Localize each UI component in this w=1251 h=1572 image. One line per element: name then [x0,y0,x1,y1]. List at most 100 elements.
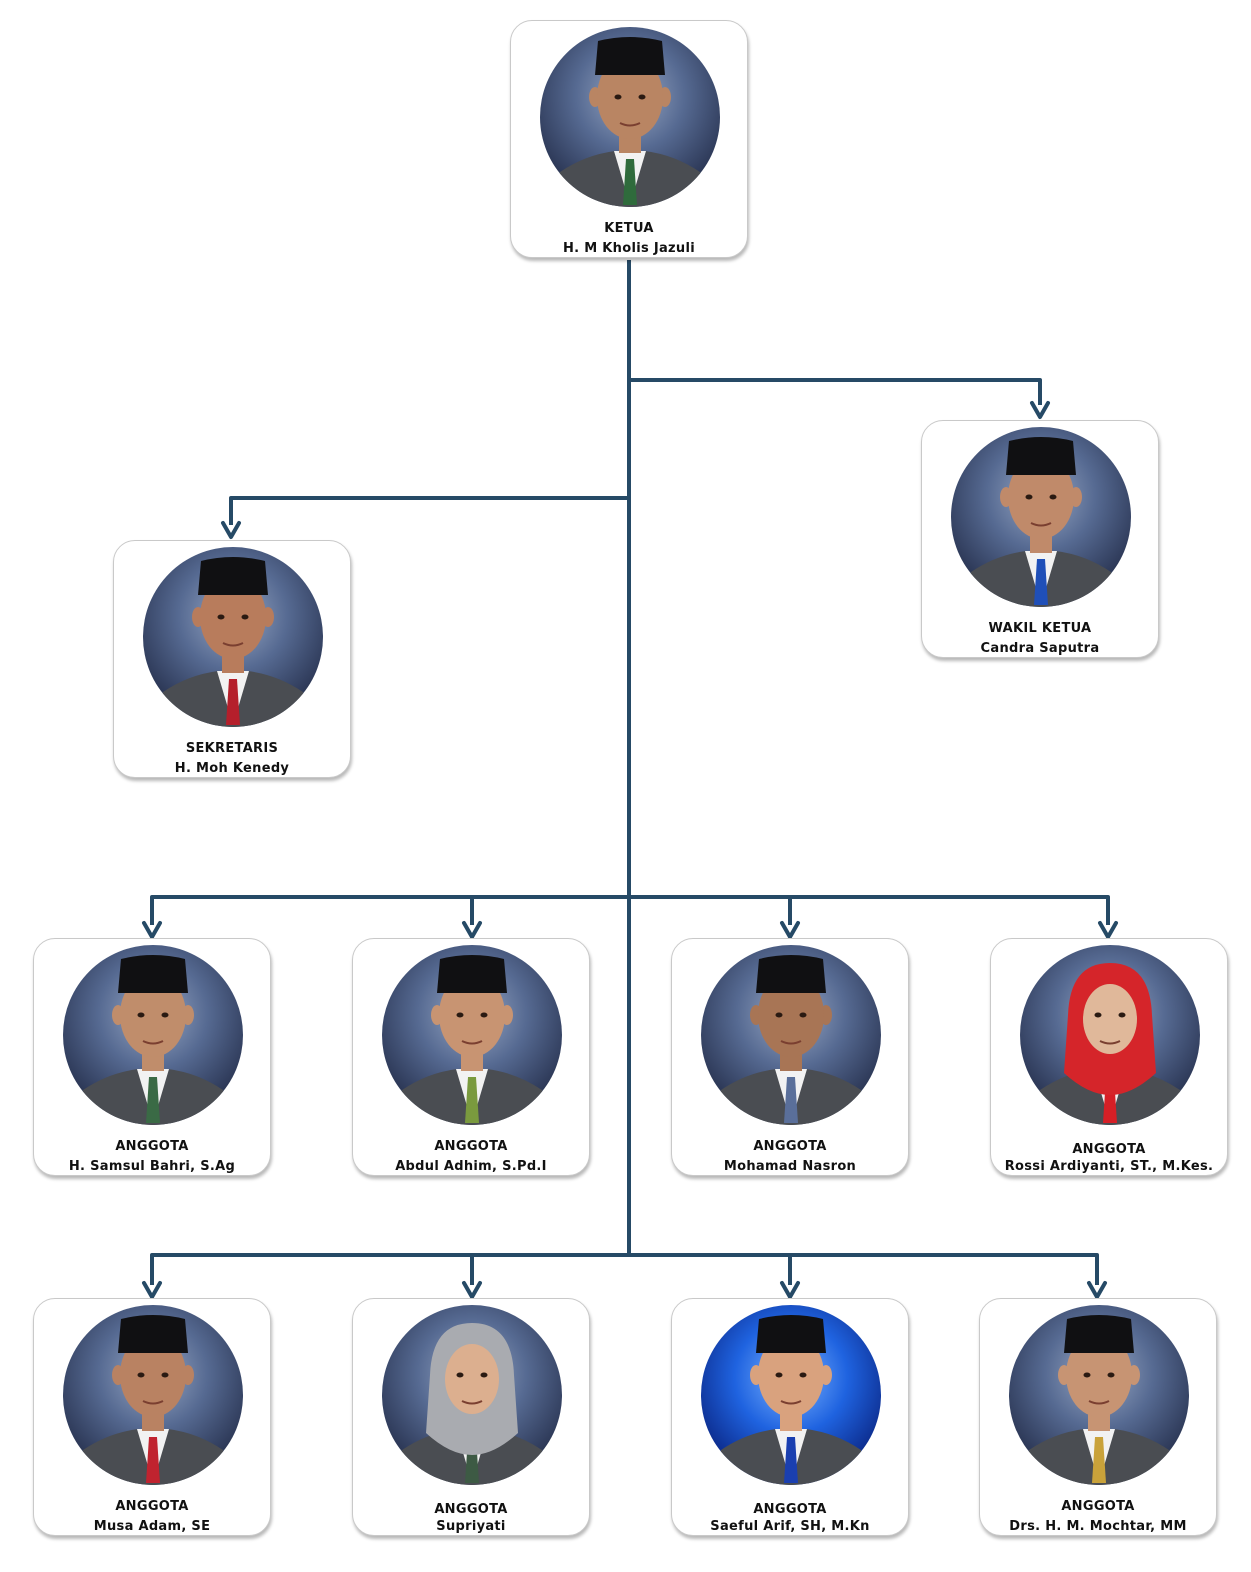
eye-left [456,1372,464,1378]
arrowhead-anggota-8 [1087,1281,1107,1299]
member-card-anggota-6: ANGGOTA Supriyati [352,1298,590,1536]
member-name: Mohamad Nasron [723,1159,857,1174]
member-card-ketua: KETUA H. M Kholis Jazuli [510,20,748,258]
mouth [1030,522,1052,527]
face [758,1333,824,1417]
member-name: Rossi Ardiyanti, ST., M.Kes. [1004,1159,1214,1174]
member-card-anggota-8: ANGGOTA Drs. H. M. Mochtar, MM [979,1298,1217,1536]
member-card-anggota-1: ANGGOTA H. Samsul Bahri, S.Ag [33,938,271,1176]
face [1008,455,1074,539]
mouth [142,1040,164,1045]
necktie [623,159,637,205]
peci-cap [118,1315,188,1353]
member-photo [951,427,1131,607]
face [758,973,824,1057]
arrowhead-anggota-5 [142,1281,162,1299]
member-card-sekretaris: SEKRETARIS H. Moh Kenedy [113,540,351,778]
mouth [619,122,641,127]
member-photo [382,945,562,1125]
member-role: ANGGOTA [115,1139,189,1154]
peci-cap [198,557,268,595]
eye-right [799,1372,807,1378]
member-name: Drs. H. M. Mochtar, MM [1009,1519,1187,1534]
member-photo [540,27,720,207]
arrowhead-anggota-4 [1098,921,1118,939]
eye-right [1107,1372,1115,1378]
face [597,55,663,139]
eye-left [137,1372,145,1378]
arrowhead-anggota-7 [780,1281,800,1299]
portrait-anggota-8 [1019,1315,1179,1485]
portrait-anggota-5 [73,1315,233,1485]
mouth [222,642,244,647]
eye-left [1025,494,1033,500]
member-role: WAKIL KETUA [988,621,1092,636]
member-name: H. Moh Kenedy [174,761,290,776]
member-role: ANGGOTA [434,1139,508,1154]
eye-left [1083,1372,1091,1378]
necktie [1092,1437,1106,1483]
mouth [142,1400,164,1405]
arrowhead-anggota-2 [462,921,482,939]
mouth [461,1400,483,1405]
eye-left [775,1012,783,1018]
member-role: SEKRETARIS [185,741,279,756]
member-photo [1020,945,1200,1125]
necktie [465,1077,479,1123]
connector-branch-sekretaris [229,496,629,525]
necktie [784,1077,798,1123]
member-name: H. Samsul Bahri, S.Ag [68,1159,236,1174]
portrait-wakil-ketua [961,437,1121,607]
member-card-anggota-2: ANGGOTA Abdul Adhim, S.Pd.I [352,938,590,1176]
member-role: ANGGOTA [753,1502,827,1517]
member-photo [63,945,243,1125]
member-name: Saeful Arif, SH, M.Kn [710,1519,870,1534]
connector-branch-row-2-left [150,1253,629,1285]
face [1066,1333,1132,1417]
arrowhead-wakil-ketua [1030,401,1050,419]
member-photo [701,1305,881,1485]
eye-right [480,1372,488,1378]
portrait-anggota-6 [392,1323,552,1485]
eye-right [1049,494,1057,500]
portrait-anggota-3 [711,955,871,1125]
member-photo [701,945,881,1125]
arrowhead-anggota-6 [462,1281,482,1299]
face [445,1344,499,1414]
member-role: ANGGOTA [434,1502,508,1517]
eye-right [799,1012,807,1018]
peci-cap [1064,1315,1134,1353]
member-role: ANGGOTA [115,1499,189,1514]
eye-left [775,1372,783,1378]
member-card-anggota-5: ANGGOTA Musa Adam, SE [33,1298,271,1536]
necktie [146,1437,160,1483]
connector-branch-row-1-left [150,895,629,925]
connector-branch-wakil-ketua [629,378,1042,405]
member-name: Abdul Adhim, S.Pd.I [395,1159,547,1174]
eye-right [1118,1012,1126,1018]
arrowhead-sekretaris [221,521,241,539]
member-card-anggota-7: ANGGOTA Saeful Arif, SH, M.Kn [671,1298,909,1536]
member-name: Candra Saputra [980,641,1100,656]
peci-cap [1006,437,1076,475]
eye-right [161,1372,169,1378]
eye-right [241,614,249,620]
peci-cap [756,955,826,993]
member-name: Supriyati [436,1519,506,1534]
eye-left [614,94,622,100]
member-card-wakil-ketua: WAKIL KETUA Candra Saputra [921,420,1159,658]
mouth [1088,1400,1110,1405]
necktie [226,679,240,725]
mouth [1099,1040,1121,1045]
member-role: ANGGOTA [1061,1499,1135,1514]
portrait-anggota-1 [73,955,233,1125]
eye-left [456,1012,464,1018]
portrait-anggota-7 [711,1315,871,1485]
necktie [1034,559,1048,605]
portrait-sekretaris [153,557,313,727]
eye-right [161,1012,169,1018]
mouth [780,1040,802,1045]
mouth [461,1040,483,1045]
eye-left [137,1012,145,1018]
